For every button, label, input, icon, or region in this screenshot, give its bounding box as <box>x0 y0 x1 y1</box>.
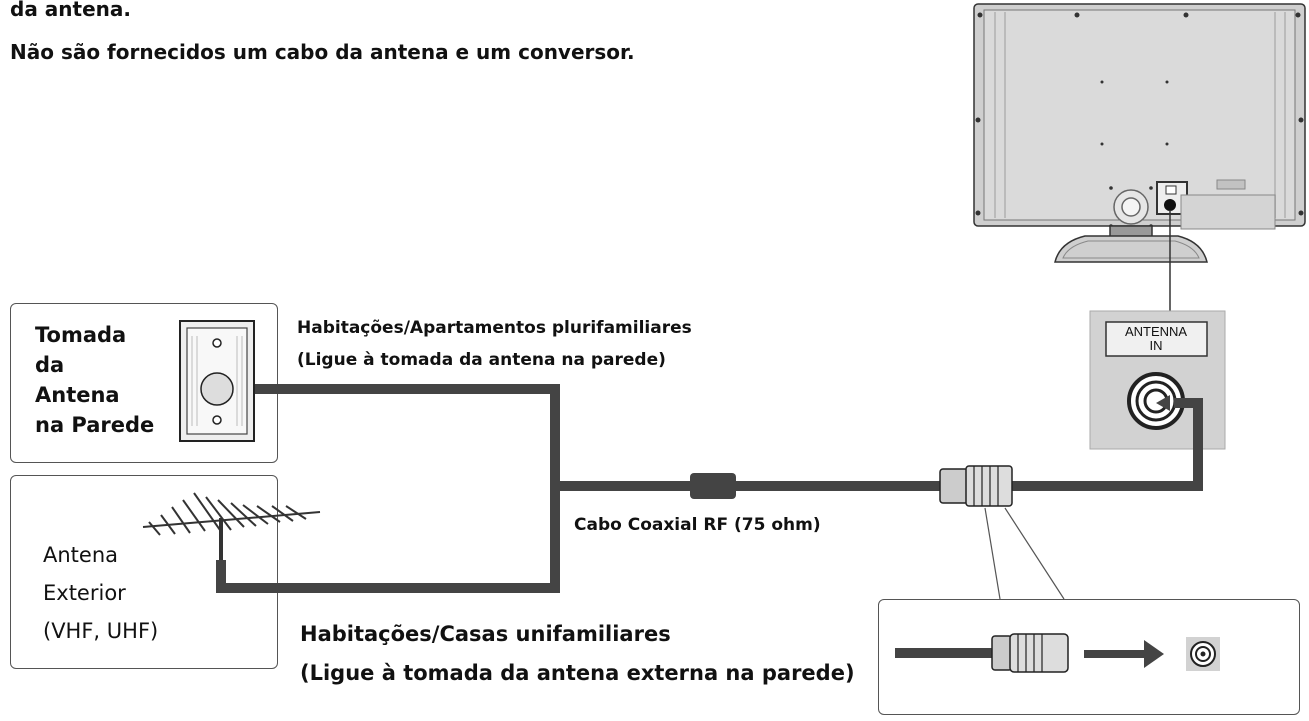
detail-jack-icon <box>1186 637 1220 671</box>
antenna-label: ANTENNA <box>1125 324 1187 339</box>
tv-rear-icon <box>973 3 1306 263</box>
callout-line-right <box>1004 507 1065 600</box>
wall-label-line: Antena <box>35 383 120 407</box>
intro-line-2: Não são fornecidos um cabo da antena e u… <box>10 40 635 64</box>
antenna-in-label-box <box>1105 321 1208 357</box>
cable-arrow-tip <box>1156 395 1170 411</box>
outdoor-antenna-label: Antena Exterior (VHF, UHF) <box>43 536 158 650</box>
wall-outlet-box: Tomada da Antena na Parede <box>10 303 278 463</box>
connector-detail-illustration <box>895 633 1220 673</box>
outdoor-label-line: Exterior <box>43 581 126 605</box>
cable-caption: Cabo Coaxial RF (75 ohm) <box>574 515 821 535</box>
in-label: IN <box>1150 338 1163 353</box>
antenna-in-panel: ANTENNA IN <box>1089 310 1226 450</box>
coaxial-cable <box>216 384 1203 593</box>
apartments-note: (Ligue à tomada da antena na parede) <box>297 350 666 370</box>
outdoor-antenna-box: Antena Exterior (VHF, UHF) <box>10 475 278 669</box>
apartments-title: Habitações/Apartamentos plurifamiliares <box>297 318 692 338</box>
cable-ferrite-core <box>690 473 736 499</box>
wall-label-line: Tomada <box>35 323 127 347</box>
outdoor-label-line: (VHF, UHF) <box>43 619 159 643</box>
houses-note: (Ligue à tomada da antena externa na par… <box>300 661 855 685</box>
callout-line-left <box>984 507 1001 600</box>
coax-plug-icon <box>939 465 1013 507</box>
houses-title: Habitações/Casas unifamiliares <box>300 622 671 646</box>
outdoor-label-line: Antena <box>43 543 119 567</box>
arrow-right-icon <box>1144 640 1164 668</box>
detail-cable <box>895 648 993 658</box>
wall-label-line: da <box>35 353 65 377</box>
wall-outlet-label: Tomada da Antena na Parede <box>35 320 154 440</box>
intro-line-1: da antena. <box>10 0 131 21</box>
detail-plug-icon <box>991 633 1069 673</box>
outdoor-antenna-icon <box>142 492 321 560</box>
detail-arrow-shaft <box>1084 650 1144 658</box>
wall-outlet-plate-icon <box>179 320 255 442</box>
wall-label-line: na Parede <box>35 413 155 437</box>
